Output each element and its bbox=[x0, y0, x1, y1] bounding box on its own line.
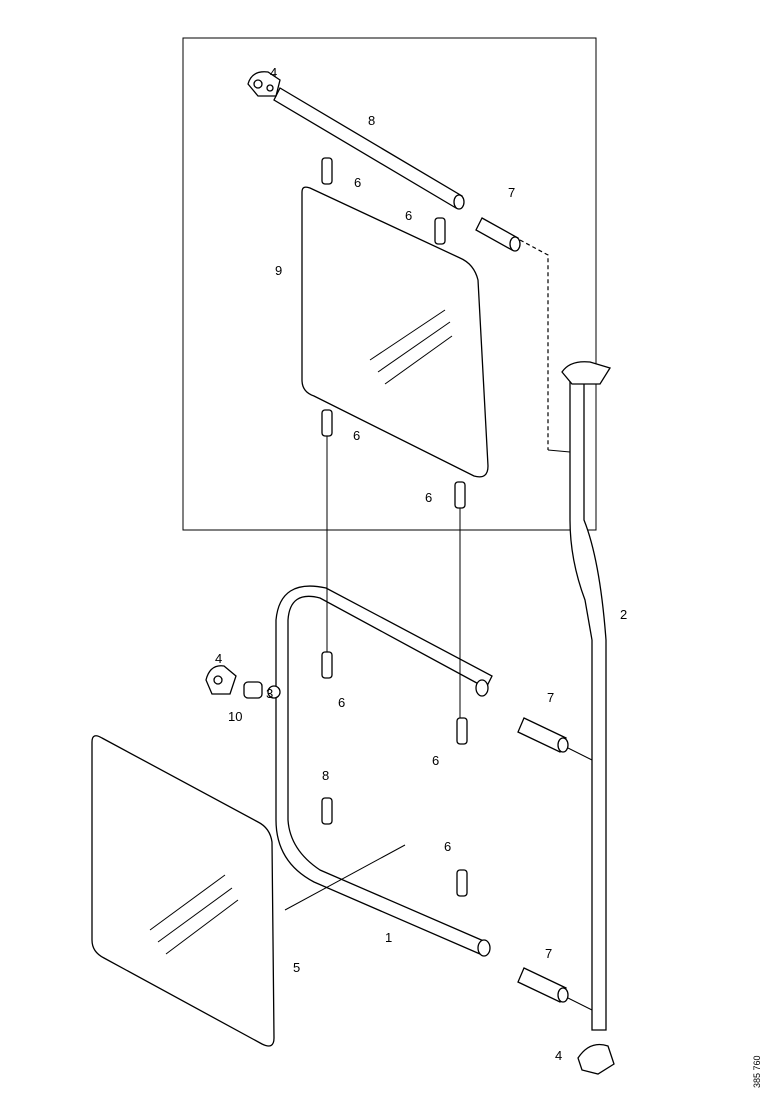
callout-6: 6 bbox=[425, 490, 432, 505]
bracket-part-4-side bbox=[205, 665, 237, 695]
callout-9: 9 bbox=[275, 263, 282, 278]
glass-reflection-lower bbox=[149, 874, 239, 955]
callout-8: 8 bbox=[368, 113, 375, 128]
reference-number: 385 760 bbox=[752, 1055, 762, 1088]
sleeve-parts-7-lower bbox=[517, 717, 569, 1003]
callout-6: 6 bbox=[354, 175, 361, 190]
spacer-parts-6-lower bbox=[321, 651, 468, 897]
callout-3: 3 bbox=[266, 686, 273, 701]
callout-4: 4 bbox=[555, 1048, 562, 1063]
frame-tube-part-1 bbox=[275, 585, 493, 957]
callout-8: 8 bbox=[322, 768, 329, 783]
callout-1: 1 bbox=[385, 930, 392, 945]
sleeve-part-7-upper bbox=[475, 217, 521, 252]
callout-2: 2 bbox=[620, 607, 627, 622]
callout-7: 7 bbox=[508, 185, 515, 200]
glass-reflection bbox=[369, 309, 453, 385]
callout-6: 6 bbox=[338, 695, 345, 710]
callout-6: 6 bbox=[444, 839, 451, 854]
callout-labels: 4 8 6 6 7 9 6 6 2 4 3 6 7 10 6 8 6 1 7 5… bbox=[215, 65, 627, 1063]
callout-6: 6 bbox=[432, 753, 439, 768]
dashed-assembly-line bbox=[519, 239, 549, 450]
callout-4: 4 bbox=[270, 65, 277, 80]
vertical-tube-part-2 bbox=[561, 361, 612, 1031]
washer-part-3 bbox=[267, 685, 281, 699]
spacer-part-10 bbox=[243, 681, 263, 699]
glass-panel-part-9 bbox=[301, 186, 489, 478]
callout-6: 6 bbox=[405, 208, 412, 223]
bracket-part-4-top bbox=[247, 71, 281, 97]
detail-frame bbox=[182, 37, 597, 531]
callout-4: 4 bbox=[215, 651, 222, 666]
callout-10: 10 bbox=[228, 709, 242, 724]
callout-6: 6 bbox=[353, 428, 360, 443]
bracket-part-4-bottom bbox=[577, 1043, 615, 1075]
assembly-lines bbox=[284, 436, 593, 1011]
callout-7: 7 bbox=[547, 690, 554, 705]
callout-7: 7 bbox=[545, 946, 552, 961]
leader-line bbox=[547, 449, 571, 453]
glass-panel-part-5 bbox=[91, 735, 275, 1047]
spacer-parts-6-upper bbox=[321, 157, 466, 509]
callout-5: 5 bbox=[293, 960, 300, 975]
